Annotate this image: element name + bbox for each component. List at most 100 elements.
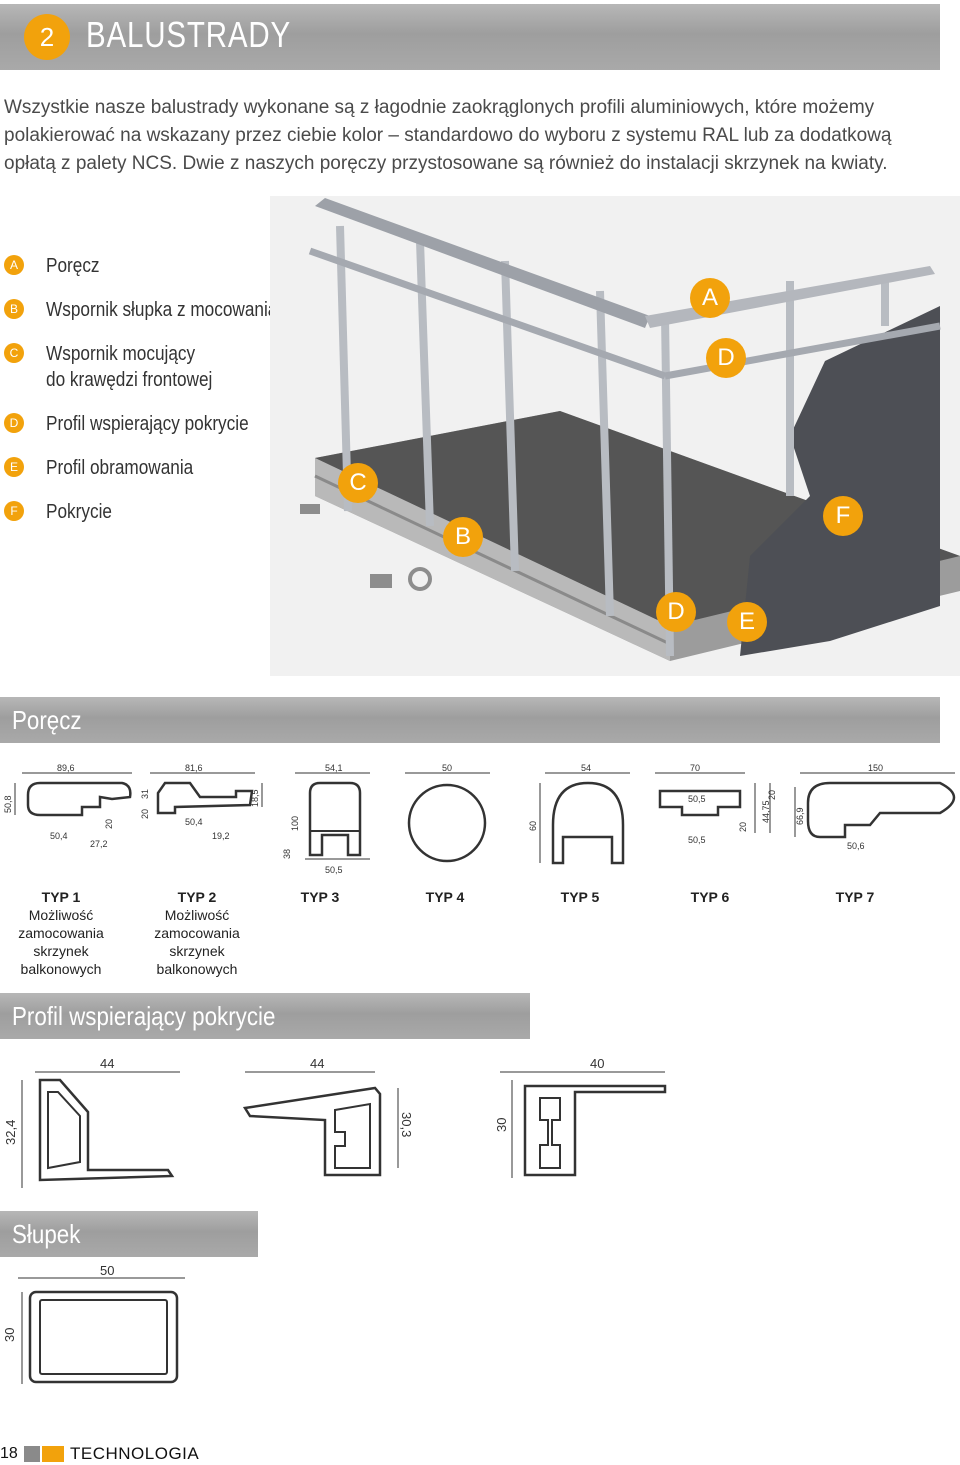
marker-d-lower: D [656, 592, 696, 632]
dim-t1-width: 89,6 [57, 763, 75, 773]
intro-paragraph: Wszystkie nasze balustrady wykonane są z… [4, 97, 892, 174]
legend-item-b: B Wspornik słupka z mocowaniami [4, 297, 366, 323]
dim-t2-base: 50,4 [185, 817, 203, 827]
type-desc-line: zamocowania [154, 925, 240, 941]
dim-t1-base: 50,4 [50, 831, 68, 841]
type-desc-line: balkonowych [20, 961, 102, 977]
section-title: Słupek [12, 1219, 81, 1249]
dim-t6-slot-top: 20 [767, 790, 777, 800]
legend-letter: E [4, 457, 24, 477]
dim-t6-top: 50,5 [688, 794, 706, 804]
legend-text: Pokrycie [46, 501, 112, 523]
handrail-profiles: 89,6 50,8 50,4 20 27,2 81,6 31 20 50,4 1… [3, 763, 956, 875]
dim-p3-width: 40 [590, 1056, 604, 1071]
marker-a: A [690, 278, 730, 318]
type-name: TYP 2 [177, 889, 217, 905]
type-name: TYP 5 [560, 889, 600, 905]
legend-item-c: C Wspornik mocujący do krawędzi frontowe… [4, 341, 246, 393]
dim-t5-height: 60 [528, 821, 538, 831]
dim-t2-slot: 20 [140, 809, 150, 819]
legend-letter: B [4, 299, 24, 319]
legend-text: Wspornik słupka z mocowaniami [46, 299, 296, 321]
type-desc-line: balkonowych [156, 961, 238, 977]
dim-t6-width: 70 [690, 763, 700, 773]
type-desc-line: Możliwość [28, 907, 94, 923]
marker-f: F [823, 496, 863, 536]
dim-t1-slot: 20 [104, 819, 114, 829]
dim-t2-width: 81,6 [185, 763, 203, 773]
dim-t2-lip: 18,5 [250, 789, 260, 807]
marker-d: D [706, 338, 746, 378]
legend-letter: F [4, 501, 24, 521]
legend-item-f: F Pokrycie [4, 499, 366, 525]
legend-text: Profil obramowania [46, 457, 194, 479]
type-6-label: TYP 6 [675, 888, 745, 906]
type-name: TYP 6 [690, 889, 730, 905]
dim-t2-height: 31 [140, 789, 150, 799]
support-profiles: 44 32,4 44 30,3 40 30 [3, 1056, 667, 1188]
dim-t3-width: 54,1 [325, 763, 343, 773]
section-title: Poręcz [12, 705, 82, 735]
legend-item-e: E Profil obramowania [4, 455, 366, 481]
section-bar-profil: Profil wspierający pokrycie [0, 993, 530, 1039]
dim-t2-groove: 19,2 [212, 831, 230, 841]
section-title: Profil wspierający pokrycie [12, 1001, 276, 1031]
type-desc-line: skrzynek [169, 943, 225, 959]
marker-c: C [338, 463, 378, 503]
dim-t6-bottom: 50,5 [688, 835, 706, 845]
dim-post-height: 30 [2, 1328, 17, 1342]
legend-text: Poręcz [46, 255, 100, 277]
dim-p3-height: 30 [494, 1118, 509, 1132]
legend-letter: A [4, 255, 24, 275]
dim-t4-diameter: 50 [442, 763, 452, 773]
dim-t5-width: 54 [581, 763, 591, 773]
type-3-label: TYP 3 [285, 888, 355, 906]
type-name: TYP 3 [300, 889, 340, 905]
dim-t6-slot-bottom: 20 [738, 822, 748, 832]
dim-t1-height: 50,8 [3, 795, 13, 813]
legend-letter: C [4, 343, 24, 363]
dim-t7-base: 50,6 [847, 841, 865, 851]
footer-accent-square [42, 1446, 64, 1462]
legend-text: Wspornik mocujący do krawędzi frontowej [46, 343, 213, 391]
footer-label: TECHNOLOGIA [70, 1444, 200, 1463]
dim-p2-height: 30,3 [399, 1112, 414, 1137]
footer-gray-square [24, 1446, 40, 1462]
type-desc-line: zamocowania [18, 925, 104, 941]
dim-t6-height: 44,75 [761, 800, 771, 823]
dim-post-width: 50 [100, 1263, 114, 1278]
legend-letter: D [4, 413, 24, 433]
dim-t3-leg: 38 [282, 849, 292, 859]
page-title: BALUSTRADY [86, 14, 292, 55]
header-bar [0, 4, 940, 70]
dim-t3-base: 50,5 [325, 865, 343, 875]
legend-text: Profil wspierający pokrycie [46, 413, 249, 435]
dim-t7-height: 66,9 [795, 807, 805, 825]
post-profile: 50 30 [2, 1263, 185, 1384]
type-1-label: TYP 1 Możliwość zamocowania skrzynek bal… [8, 888, 114, 978]
type-5-label: TYP 5 [545, 888, 615, 906]
dim-p2-width: 44 [310, 1056, 324, 1071]
legend-item-a: A Poręcz [4, 253, 366, 279]
dim-t7-width: 150 [868, 763, 883, 773]
type-4-label: TYP 4 [410, 888, 480, 906]
marker-e: E [727, 602, 767, 642]
type-desc-line: Możliwość [164, 907, 230, 923]
type-name: TYP 4 [425, 889, 465, 905]
section-number-badge: 2 [24, 14, 70, 60]
type-7-label: TYP 7 [820, 888, 890, 906]
dim-p1-height: 32,4 [3, 1120, 18, 1145]
dim-t1-groove: 27,2 [90, 839, 108, 849]
page-number: 18 [0, 1445, 18, 1462]
type-2-label: TYP 2 Możliwość zamocowania skrzynek bal… [144, 888, 250, 978]
legend-item-d: D Profil wspierający pokrycie [4, 411, 366, 437]
dim-p1-width: 44 [100, 1056, 114, 1071]
type-desc-line: skrzynek [33, 943, 89, 959]
balcony-illustration [270, 196, 960, 676]
type-name: TYP 7 [835, 889, 875, 905]
dim-t3-height: 100 [290, 816, 300, 831]
type-name: TYP 1 [41, 889, 81, 905]
marker-b: B [443, 517, 483, 557]
section-bar-slupek: Słupek [0, 1211, 258, 1257]
section-bar-porecz: Poręcz [0, 697, 940, 743]
